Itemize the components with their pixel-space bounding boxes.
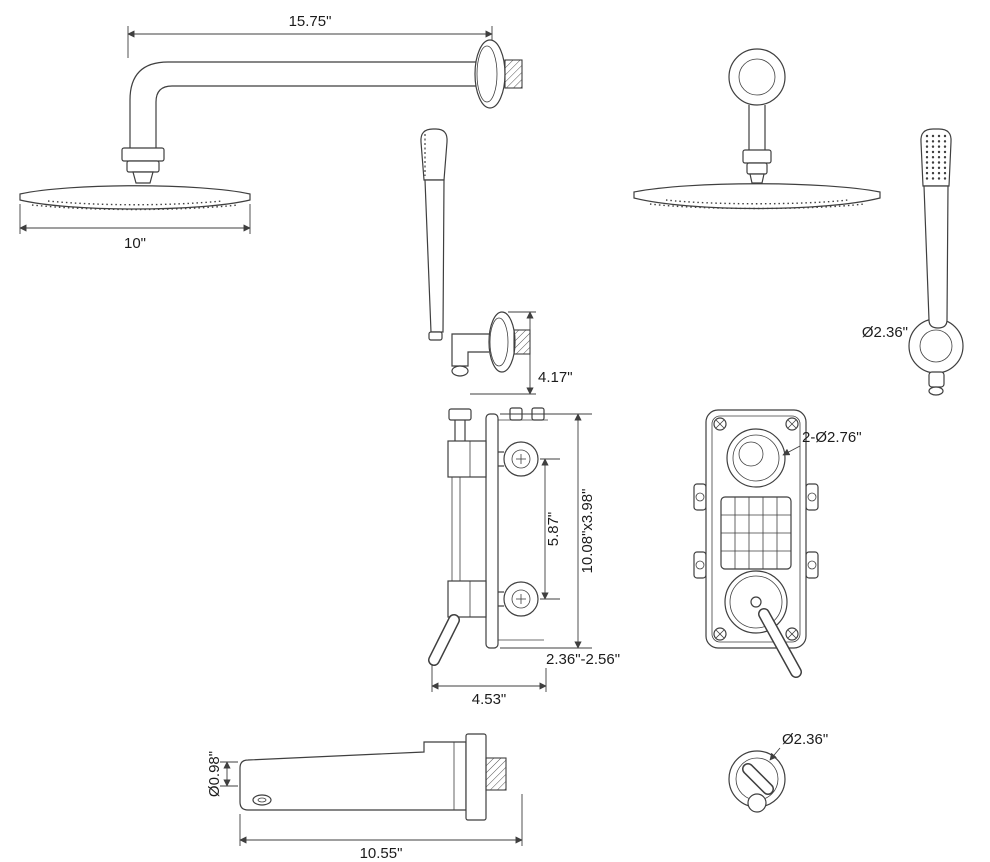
roughin-top-port: [726, 428, 786, 488]
dim-spout-length-group: 10.55": [239, 794, 523, 862]
dim-bracket-diameter: Ø2.36": [782, 731, 828, 748]
supply-wall-flange: [488, 311, 516, 373]
spout-thread-nipple: [485, 757, 507, 791]
supply-wall-flange-inner: [489, 317, 509, 367]
dim-arm-length-group: 15.75": [127, 13, 493, 58]
holes-leader-line: [782, 445, 801, 456]
bracket-leader-line: [769, 747, 781, 761]
dim-valve-width-group: 4.53": [431, 664, 547, 708]
supply-thread-nipple: [513, 329, 531, 355]
bracket-cradle-tip: [928, 386, 944, 396]
front-wall-flange: [728, 48, 786, 106]
roughin-lever-pivot: [750, 596, 762, 608]
arm-thread-nipple: [504, 59, 523, 89]
roughin-waffle-grid: [720, 496, 792, 570]
showerhead-front-view: [633, 48, 881, 210]
handheld-front-view: Ø2.36": [862, 128, 964, 396]
dim-arm-length: 15.75": [289, 13, 332, 30]
supply-elbow-body: [451, 333, 489, 367]
arm-wall-flange: [474, 39, 506, 109]
hook-knob: [451, 365, 469, 377]
roughin-body-inner: [711, 415, 801, 643]
spout-wall-flange: [465, 733, 487, 821]
dim-valve-plate-size: 10.08"x3.98": [579, 489, 596, 574]
dim-bracket-height-group: 4.17": [470, 311, 573, 395]
dim-handheld-flange-diameter: Ø2.36": [862, 324, 908, 341]
showerhead-arm-side-view: 15.75" 10": [19, 13, 523, 252]
handheld-handle-front: [923, 185, 949, 329]
valve-stem-cap: [448, 408, 472, 421]
front-spray-stipple-2: [665, 199, 849, 205]
tub-spout-side-view: Ø0.98" 10.55": [206, 733, 523, 862]
arm-wall-flange-inner: [476, 45, 498, 103]
dim-valve-mounting-holes: 2-Ø2.76": [802, 429, 862, 446]
shower-arm-inner-wall: [155, 85, 488, 148]
dim-spout-outlet-diameter: Ø0.98": [206, 751, 223, 797]
dim-spout-outlet-group: Ø0.98": [206, 751, 238, 797]
shower-arm-outer-wall: [129, 61, 488, 148]
handheld-bracket-inner: [919, 329, 953, 363]
handheld-head-front: [920, 128, 952, 187]
dim-valve-port-spacing: 5.87": [545, 512, 562, 547]
dim-valve-plate-group: 10.08"x3.98": [500, 413, 596, 649]
head-connector: [132, 171, 154, 184]
dim-valve-wall-depth: 2.36"-2.56": [546, 651, 620, 668]
handheld-handle-side: [424, 179, 445, 333]
handheld-side-view: 4.17": [420, 128, 573, 395]
arm-collar-nut: [121, 147, 165, 162]
dim-head-diameter-group: 10": [19, 204, 251, 252]
showerhead-side-profile: [19, 185, 251, 210]
dim-valve-body-width: 4.53": [472, 691, 507, 708]
handheld-hose-nut: [428, 331, 443, 341]
valve-body-bottom: [447, 580, 487, 618]
spray-nozzles-stipple: [31, 204, 239, 211]
front-head-connector: [749, 173, 765, 184]
valve-trim-side-view: 5.87" 10.08"x3.98" 2.36"-2.56" 4.53": [428, 407, 620, 708]
handheld-head-side: [420, 128, 448, 181]
showerhead-front-profile: [633, 183, 881, 210]
wall-bracket-front-view: Ø2.36": [728, 731, 828, 813]
trim-plate-edge: [485, 413, 499, 649]
bracket-cradle-stub: [928, 371, 945, 388]
front-collar-nut: [742, 149, 772, 164]
spray-nozzles-stipple-2: [47, 200, 223, 206]
valve-body-top: [447, 440, 487, 478]
bracket-hook-cup: [747, 793, 767, 813]
dim-spout-length: 10.55": [360, 845, 403, 862]
dim-valve-spacing-group: 5.87": [540, 458, 562, 600]
front-collar-lower: [746, 162, 768, 175]
spout-aerator: [252, 794, 272, 806]
arm-collar-lower: [126, 160, 160, 173]
corner-screws: [713, 417, 799, 641]
front-wall-flange-inner: [738, 58, 776, 96]
dim-head-diameter: 10": [124, 235, 146, 252]
spout-body: [239, 741, 467, 811]
dim-bracket-height: 4.17": [538, 369, 573, 386]
valve-roughin-front-view: 2-Ø2.76": [693, 409, 862, 678]
